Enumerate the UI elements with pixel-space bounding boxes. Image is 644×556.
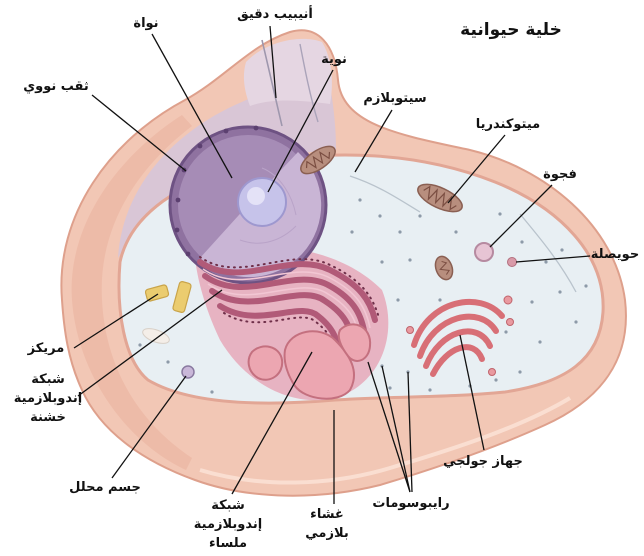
nuclear-pore: [186, 252, 191, 257]
golgi-vesicle: [507, 319, 514, 326]
ribosome: [498, 212, 501, 215]
golgi-vesicle: [504, 296, 512, 304]
ribosome: [584, 284, 587, 287]
label-vacuole: فجوة: [538, 165, 582, 184]
nuclear-pore: [254, 126, 259, 131]
ribosome: [438, 298, 441, 301]
label-nucleus: نواة: [128, 14, 164, 33]
ribosome: [138, 343, 141, 346]
ribosome: [560, 248, 563, 251]
nuclear-pore: [176, 198, 181, 203]
label-rough-er: شبكة إندوبلازمية خشنة: [8, 370, 88, 427]
ribosome: [210, 390, 213, 393]
ribosome: [538, 340, 541, 343]
label-smooth-er-line: شبكة: [188, 496, 268, 515]
ribosome: [530, 300, 533, 303]
label-plasma-membrane-line: غشاء: [298, 505, 356, 524]
cell: [61, 30, 626, 495]
lysosome: [182, 366, 194, 378]
ribosome: [378, 214, 381, 217]
label-rough-er-line: شبكة: [8, 370, 88, 389]
vacuole: [475, 243, 493, 261]
label-lysosome: جسم محلل: [66, 478, 144, 497]
label-mitochondria: ميتوكندريا: [466, 115, 550, 134]
golgi-vesicle: [489, 369, 496, 376]
diagram-title: خلية حيوانية: [452, 18, 570, 42]
ribosome: [428, 388, 431, 391]
nuclear-pore: [175, 228, 180, 233]
ribosome: [350, 230, 353, 233]
nucleolus-highlight: [247, 187, 265, 205]
label-smooth-er-line: إندوبلازمية: [188, 515, 268, 534]
label-nuclear-pore: ثقب نووي: [18, 77, 94, 96]
ribosome: [544, 260, 547, 263]
ribosome: [388, 386, 391, 389]
label-smooth-er-line: ملساء: [188, 534, 268, 553]
ribosome: [396, 298, 399, 301]
ribosome: [408, 258, 411, 261]
ribosome: [574, 320, 577, 323]
ribosome: [380, 260, 383, 263]
label-plasma-membrane-line: بلازمي: [298, 524, 356, 543]
nucleus: [170, 126, 326, 283]
ribosome: [418, 214, 421, 217]
ribosome: [166, 360, 169, 363]
vesicle: [508, 258, 517, 267]
label-rough-er-line: خشنة: [8, 408, 88, 427]
ribosome: [494, 378, 497, 381]
ribosome: [520, 240, 523, 243]
label-smooth-er: شبكة إندوبلازمية ملساء: [188, 496, 268, 553]
ribosome: [518, 370, 521, 373]
nuclear-pore: [198, 144, 203, 149]
golgi-vesicle: [407, 327, 414, 334]
label-cytoplasm: سيتوبلازم: [356, 89, 434, 108]
nuclear-pore: [224, 129, 229, 134]
label-rough-er-line: إندوبلازمية: [8, 389, 88, 408]
ribosome: [558, 290, 561, 293]
label-ribosomes: رايبوسومات: [368, 494, 454, 513]
label-plasma-membrane: غشاء بلازمي: [298, 505, 356, 543]
label-microtubule: أنيبيب دقيق: [232, 5, 318, 24]
ribosome: [398, 230, 401, 233]
ribosome: [358, 198, 361, 201]
label-nucleolus: نوية: [316, 50, 352, 69]
label-centriole: مريكز: [16, 339, 76, 358]
label-vesicle: حويصلة: [588, 245, 642, 264]
ribosome: [454, 230, 457, 233]
smooth-er-tube: [249, 346, 283, 379]
ribosome: [504, 330, 507, 333]
label-golgi-apparatus: جهاز جولجي: [438, 452, 528, 471]
